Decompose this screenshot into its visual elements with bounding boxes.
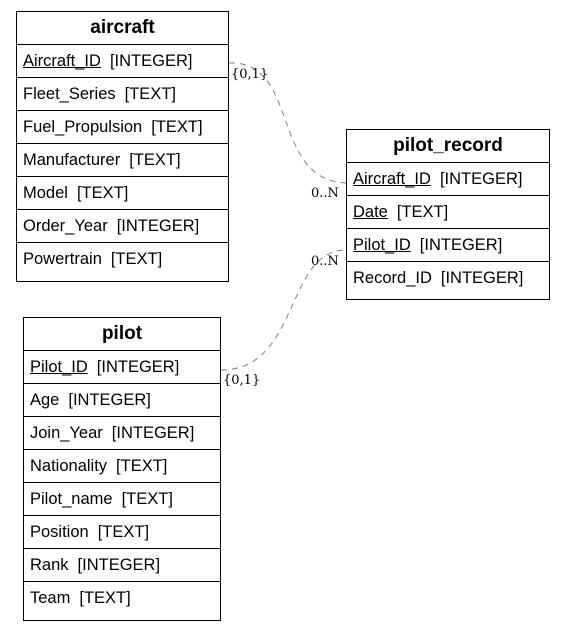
field-name: Position xyxy=(30,523,89,541)
field-type: [TEXT] xyxy=(151,118,203,136)
field-row[interactable]: Fuel_Propulsion [TEXT] xyxy=(17,111,228,144)
field-name: Powertrain xyxy=(23,250,102,268)
field-row[interactable]: Team [TEXT] xyxy=(24,582,220,615)
field-type: [TEXT] xyxy=(396,203,449,221)
field-row[interactable]: Join_Year [INTEGER] xyxy=(24,417,220,450)
relationship-line-pilot-pilot-record xyxy=(220,249,347,371)
field-row[interactable]: Nationality [TEXT] xyxy=(24,450,220,483)
field-row[interactable]: Model [TEXT] xyxy=(17,177,228,210)
field-type: [INTEGER] xyxy=(440,269,524,287)
field-name: Age xyxy=(30,391,60,409)
table-pilot[interactable]: pilot Pilot_ID [INTEGER] Age [INTEGER] Joi… xyxy=(23,317,221,621)
field-name: Fuel_Propulsion xyxy=(23,118,143,136)
cardinality-aircraft-side: {0,1} xyxy=(231,67,268,82)
field-name: Pilot_ID xyxy=(30,358,88,376)
cardinality-pilot-record-pilot-side: 0..N xyxy=(311,254,339,269)
table-pilot-record[interactable]: pilot_record Aircraft_ID [INTEGER] Date [T… xyxy=(346,129,550,300)
field-name: Pilot_ID xyxy=(353,236,411,254)
field-name: Rank xyxy=(30,556,69,574)
field-name: Join_Year xyxy=(30,424,103,442)
field-row[interactable]: Aircraft_ID [INTEGER] xyxy=(17,45,228,78)
field-row[interactable]: Manufacturer [TEXT] xyxy=(17,144,228,177)
field-type: [TEXT] xyxy=(79,589,131,607)
field-type: [TEXT] xyxy=(124,85,176,103)
field-name: Model xyxy=(23,184,68,202)
table-aircraft[interactable]: aircraft Aircraft_ID [INTEGER] Fleet_Seri… xyxy=(16,11,229,282)
field-row[interactable]: Fleet_Series [TEXT] xyxy=(17,78,228,111)
field-name: Record_ID xyxy=(353,269,432,287)
field-type: [TEXT] xyxy=(110,250,163,268)
field-type: [TEXT] xyxy=(121,490,173,508)
field-type: [TEXT] xyxy=(116,457,168,475)
field-name: Manufacturer xyxy=(23,151,121,169)
field-name: Team xyxy=(30,589,71,607)
field-type: [TEXT] xyxy=(129,151,181,169)
field-name: Aircraft_ID xyxy=(353,170,431,188)
field-type: [INTEGER] xyxy=(439,170,523,188)
cardinality-pilot-record-aircraft-side: 0..N xyxy=(311,186,339,201)
field-name: Pilot_name xyxy=(30,490,113,508)
relationship-line-aircraft-pilot-record xyxy=(228,62,347,184)
table-title: aircraft xyxy=(17,12,228,45)
field-name: Nationality xyxy=(30,457,108,475)
field-row[interactable]: Position [TEXT] xyxy=(24,516,220,549)
field-row[interactable]: Pilot_ID [INTEGER] xyxy=(347,229,549,262)
field-type: [INTEGER] xyxy=(77,556,161,574)
field-row[interactable]: Pilot_name [TEXT] xyxy=(24,483,220,516)
field-row[interactable]: Aircraft_ID [INTEGER] xyxy=(347,163,549,196)
field-type: [INTEGER] xyxy=(419,236,503,254)
field-row[interactable]: Record_ID [INTEGER] xyxy=(347,262,549,295)
table-title: pilot_record xyxy=(347,130,549,163)
cardinality-pilot-side: {0,1} xyxy=(223,373,260,388)
field-name: Aircraft_ID xyxy=(23,52,101,70)
field-row[interactable]: Powertrain [TEXT] xyxy=(17,243,228,276)
field-type: [INTEGER] xyxy=(68,391,151,409)
field-name: Order_Year xyxy=(23,217,108,235)
field-type: [INTEGER] xyxy=(96,358,180,376)
field-type: [TEXT] xyxy=(97,523,150,541)
field-row[interactable]: Order_Year [INTEGER] xyxy=(17,210,228,243)
field-row[interactable]: Date [TEXT] xyxy=(347,196,549,229)
field-type: [INTEGER] xyxy=(116,217,200,235)
field-type: [INTEGER] xyxy=(109,52,193,70)
field-row[interactable]: Rank [INTEGER] xyxy=(24,549,220,582)
field-name: Date xyxy=(353,203,388,221)
table-title: pilot xyxy=(24,318,220,351)
field-type: [TEXT] xyxy=(76,184,129,202)
field-row[interactable]: Age [INTEGER] xyxy=(24,384,220,417)
field-name: Fleet_Series xyxy=(23,85,116,103)
field-row[interactable]: Pilot_ID [INTEGER] xyxy=(24,351,220,384)
field-type: [INTEGER] xyxy=(111,424,195,442)
